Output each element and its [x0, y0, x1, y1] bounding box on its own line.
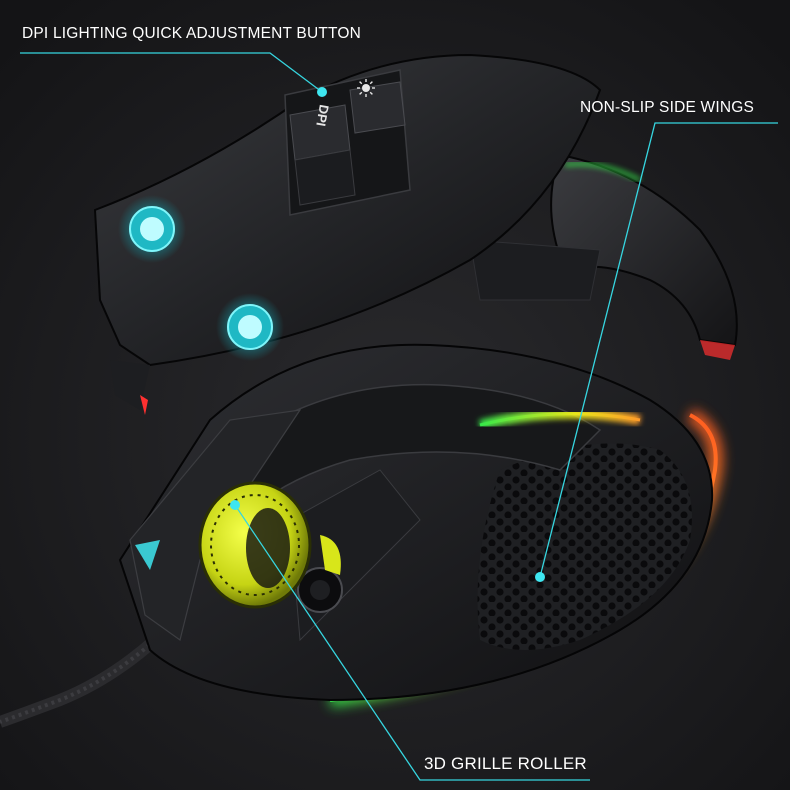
callout-dot-wings: [535, 572, 545, 582]
cable-texture: [0, 638, 157, 724]
callout-label-dpi-button: DPI LIGHTING QUICK ADJUSTMENT BUTTON: [22, 25, 362, 42]
top-shell: [93, 53, 602, 415]
callout-lines: [20, 52, 778, 781]
callout-dot-dpi: [317, 87, 327, 97]
dpi-button-text: DPI: [313, 103, 332, 127]
callout-line-wings: [539, 122, 778, 578]
mouse-base: [118, 343, 723, 707]
callout-label-roller: 3D GRILLE ROLLER: [424, 754, 587, 773]
side-button-glow-upper: [118, 195, 186, 263]
callout-dot-roller: [230, 500, 240, 510]
side-wing: [469, 153, 738, 360]
sun-icon: [357, 79, 375, 97]
callout-label-side-wings: NON-SLIP SIDE WINGS: [580, 99, 755, 116]
side-button-glow-lower: [216, 293, 284, 361]
callout-line-roller: [234, 504, 590, 781]
callout-line-dpi: [20, 52, 323, 93]
